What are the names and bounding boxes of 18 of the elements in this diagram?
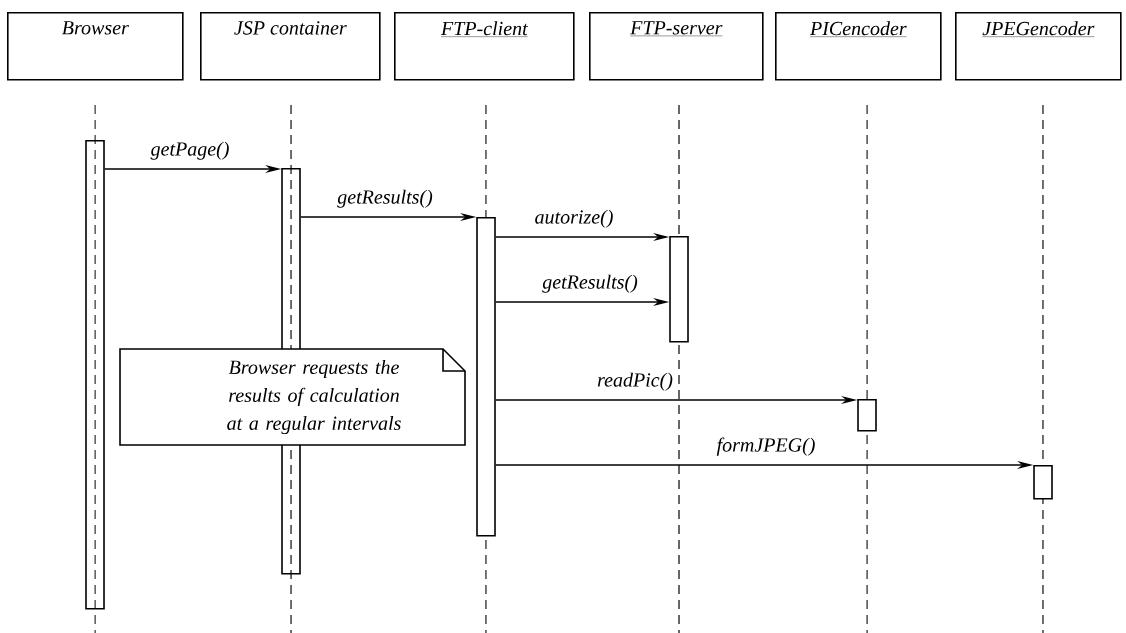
lifeline-head-box: JPEGencoder — [955, 12, 1122, 81]
message-label: getResults() — [542, 274, 638, 293]
activation-bar — [857, 399, 877, 432]
message-label: formJPEG() — [716, 437, 815, 456]
activation-bar — [85, 140, 105, 610]
message-label: getPage() — [150, 141, 229, 160]
message-label: autorize() — [535, 209, 613, 228]
activation-bar — [669, 236, 689, 343]
note: Browser requests the results of calculation at a regular intervals — [119, 348, 466, 446]
message-label: readPic() — [597, 372, 673, 391]
activation-bar — [1033, 465, 1053, 500]
activation-bar — [476, 217, 496, 537]
message-label: getResults() — [337, 189, 433, 208]
lifeline-head-box: PICencoder — [775, 12, 942, 81]
lifeline-head-box: Browser — [7, 12, 184, 81]
lifeline-head-box: FTP-server — [589, 12, 764, 81]
lifeline-head-box: JSP container — [200, 12, 381, 81]
lifeline-head-box: FTP-client — [394, 12, 575, 81]
